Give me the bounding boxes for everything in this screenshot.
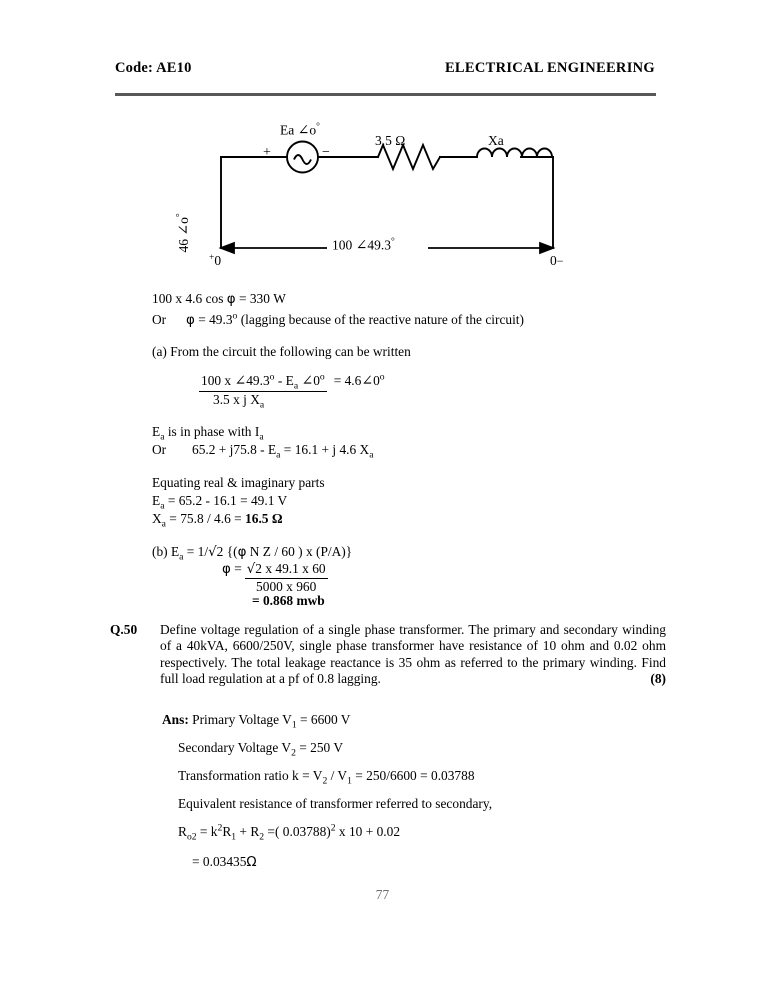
question-text-container: Define voltage regulation of a single ph…: [160, 622, 666, 687]
ac-source-symbol: [286, 140, 319, 174]
resistor-label: 3.5 Ω: [375, 133, 406, 148]
terminal-left-label: +0: [209, 253, 222, 268]
equation-a: 100 x ∠49.3o - Ea ∠0o 3.5 x j Xa = 4.6∠0…: [199, 371, 385, 411]
equating-parts-line: Equating real & imaginary parts: [152, 475, 325, 490]
exam-code: Code: AE10: [115, 60, 192, 76]
circuit-schematic-svg: [218, 140, 556, 255]
answer-line-2: Secondary Voltage V2 = 250 V: [178, 740, 343, 759]
bottom-dimension-arrow: [218, 241, 556, 255]
or-label-2: Or: [152, 442, 167, 457]
equation-a-denominator: 3.5 x j Xa: [213, 391, 265, 411]
question-marks: (8): [650, 671, 666, 687]
equation-b-lhs: φ =: [222, 561, 242, 577]
equation-b-numerator: √2 x 49.1 x 60: [244, 561, 328, 580]
equation-b: φ = √2 x 49.1 x 60 5000 x 960: [222, 561, 328, 595]
phi-result-line: φ = 49.3o (lagging because of the reacti…: [186, 310, 524, 328]
question-text: Define voltage regulation of a single ph…: [160, 622, 666, 687]
bottom-dimension-label: 100 ∠49.3°: [327, 237, 400, 254]
header-rule: [115, 93, 656, 96]
xa-result-line: Xa = 75.8 / 4.6 = 16.5 Ω: [152, 511, 283, 530]
answer-line-3: Transformation ratio k = V2 / V1 = 250/6…: [178, 768, 475, 787]
answer-line-5: Ro2 = k2R1 + R2 =( 0.03788)2 x 10 + 0.02: [178, 822, 401, 843]
xa-result-value: 16.5 Ω: [245, 511, 283, 526]
equation-a-rhs: = 4.6∠0o: [333, 371, 385, 389]
source-minus-sign: −: [322, 145, 330, 160]
page-header: Code: AE10 ELECTRICAL ENGINEERING: [115, 60, 655, 77]
subject-title: ELECTRICAL ENGINEERING: [444, 60, 655, 76]
source-label: Ea ∠o°: [280, 122, 320, 139]
equation-b-result: = 0.868 mwb: [252, 593, 325, 608]
part-a-intro: (a) From the circuit the following can b…: [152, 344, 411, 359]
phase-line: Ea is in phase with Ia: [152, 424, 264, 443]
inductor-label: Xa: [488, 133, 504, 148]
answer-line-6: = 0.03435Ω: [192, 854, 257, 870]
equation-a-fraction: 100 x ∠49.3o - Ea ∠0o 3.5 x j Xa: [199, 371, 327, 411]
answer-label: Ans:: [162, 712, 189, 727]
terminal-right-label: 0−: [550, 253, 564, 268]
or-label-1: Or: [152, 312, 167, 327]
equation-a-numerator: 100 x ∠49.3o - Ea ∠0o: [199, 371, 327, 392]
answer-line-1: Ans: Primary Voltage V1 = 6600 V: [162, 712, 351, 731]
page-number: 77: [375, 887, 390, 902]
resistor-symbol: [376, 142, 442, 172]
equation-b-fraction: √2 x 49.1 x 60 5000 x 960: [244, 561, 328, 595]
equation-b-denominator: 5000 x 960: [256, 579, 317, 595]
circuit-diagram: Ea ∠o° + − 3.5 Ω Xa 46 ∠o° 100 ∠49.3° +0…: [170, 112, 600, 277]
question-block: Q.50 Define voltage regulation of a sing…: [110, 622, 666, 687]
or-equation-line: 65.2 + j75.8 - Ea = 16.1 + j 4.6 Xa: [192, 442, 374, 461]
inductor-symbol: [476, 147, 553, 158]
left-branch-label: 46 ∠o°: [175, 213, 193, 253]
part-b-intro: (b) Ea = 1/√2 {(φ N Z / 60 ) x (P/A)}: [152, 544, 353, 563]
ac-source-sine-icon: [293, 154, 312, 165]
question-number: Q.50: [110, 622, 138, 637]
source-plus-sign: +: [263, 145, 271, 160]
power-equation-line: 100 x 4.6 cos φ = 330 W: [152, 291, 286, 307]
ea-result-line: Ea = 65.2 - 16.1 = 49.1 V: [152, 493, 288, 512]
answer-line-4: Equivalent resistance of transformer ref…: [178, 796, 493, 811]
